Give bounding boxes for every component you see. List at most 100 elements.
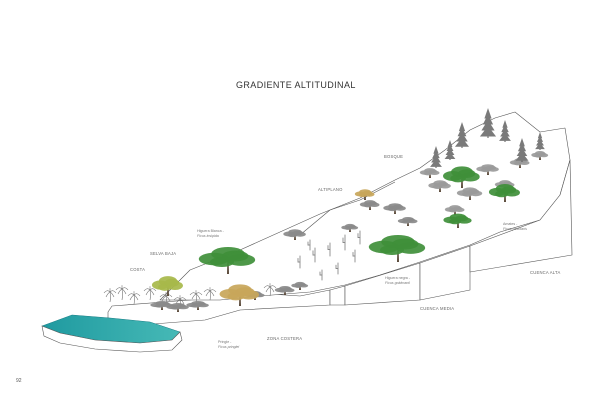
conifer-tier xyxy=(458,122,466,132)
conifer-tier xyxy=(433,146,439,154)
forest-tree xyxy=(531,150,549,160)
conifer-tier xyxy=(446,144,454,151)
palm-frond xyxy=(115,287,123,291)
conifer-tier xyxy=(517,142,527,152)
species-label-amate: Amates - Ficus petiolaris xyxy=(503,222,527,232)
palm-frond xyxy=(109,291,115,298)
tree-canopy xyxy=(292,230,304,235)
palm-frond xyxy=(265,286,271,293)
grey-tree xyxy=(341,223,359,232)
palm-frond xyxy=(179,298,185,305)
tree-canopy xyxy=(501,186,517,194)
species-latin: Ficus insipida xyxy=(197,234,219,238)
tree-canopy xyxy=(437,181,449,187)
palm-frond xyxy=(173,297,181,301)
palm-tree xyxy=(143,286,157,301)
palm-frond xyxy=(109,290,117,294)
palm-tree xyxy=(263,283,277,297)
tree-canopy xyxy=(235,287,255,296)
tree-canopy xyxy=(538,152,547,156)
grey-tree xyxy=(359,200,380,210)
cactus-arm xyxy=(307,241,311,246)
conifer-tier xyxy=(454,137,470,147)
palm-frond xyxy=(103,290,111,294)
forest-tree xyxy=(456,187,483,200)
pringle-tree xyxy=(219,284,260,306)
palm-frond xyxy=(133,293,141,297)
cactus xyxy=(312,247,316,263)
zone-label-cuenca-media: CUENCA MEDIA xyxy=(420,306,455,311)
grey-tree xyxy=(383,203,406,214)
water-side xyxy=(41,325,183,353)
conifer-tier xyxy=(501,124,509,133)
palm-frond xyxy=(165,294,173,298)
conifer-tier xyxy=(447,140,453,147)
palm-frond xyxy=(121,288,127,295)
species-name: Higuera negra - xyxy=(385,276,410,280)
conifer-tier xyxy=(516,147,528,156)
palm-frond xyxy=(205,290,211,297)
page-number: 92 xyxy=(16,378,22,384)
tree-canopy xyxy=(455,215,469,222)
cactus-arm xyxy=(312,250,316,256)
tree-canopy xyxy=(348,224,357,229)
cactus xyxy=(335,262,339,275)
cactus-arm xyxy=(319,271,323,276)
cactus-arm xyxy=(352,251,356,257)
conifer-tier xyxy=(502,120,508,128)
diagram-title: GRADIENTE ALTITUDINAL xyxy=(236,80,356,90)
species-latin: Ficus pringlei xyxy=(218,345,240,349)
tree-canopy xyxy=(175,304,187,308)
palm-frond xyxy=(127,293,135,297)
palm-tree xyxy=(189,290,203,305)
water-body xyxy=(41,314,183,353)
cactus-arm xyxy=(335,264,339,269)
cactus-arm xyxy=(327,245,331,250)
ridge-line xyxy=(299,181,396,236)
conifer-tier xyxy=(484,108,492,119)
higuera-negra-tree xyxy=(368,234,426,262)
palm-frond xyxy=(117,288,123,295)
palm-frond xyxy=(133,294,139,301)
grey-tree xyxy=(186,300,209,310)
palm-frond xyxy=(269,286,275,293)
conifer-tier xyxy=(432,150,440,159)
species-latin: Ficus petiolaris xyxy=(503,227,527,231)
grey-tree xyxy=(397,216,418,226)
zone-label-selva-baja: SELVA BAJA xyxy=(150,251,177,256)
conifer-tier xyxy=(536,135,544,142)
species-name: Pringle - xyxy=(218,340,232,344)
palm-frond xyxy=(269,285,277,289)
grey-tree xyxy=(283,229,306,240)
palm-frond xyxy=(165,295,171,302)
palm-frond xyxy=(179,297,187,301)
tree-canopy xyxy=(392,238,419,250)
palm-trunk xyxy=(209,290,211,301)
forest-canopy-tree xyxy=(443,166,480,188)
higuera-blanca-tree xyxy=(198,246,256,274)
species-latin: Ficus goldmanii xyxy=(385,281,410,285)
conifer-tier xyxy=(481,120,495,131)
palm-frond xyxy=(209,289,217,293)
conifer-tier xyxy=(444,152,456,159)
conifer-tier xyxy=(537,132,543,139)
forest-tree xyxy=(476,164,499,175)
palm-frond xyxy=(189,292,197,296)
conifer-tree xyxy=(454,122,470,148)
palm-tree xyxy=(103,288,117,303)
conifer-tree xyxy=(535,132,545,150)
tree-canopy xyxy=(298,282,307,287)
palm-frond xyxy=(159,294,167,298)
palm-tree xyxy=(127,291,141,305)
grey-tree xyxy=(150,300,173,310)
cactus xyxy=(307,239,311,251)
zone-label-zona-costera: ZONA COSTERA xyxy=(267,336,303,341)
tree-canopy xyxy=(467,189,480,195)
conifer-tier xyxy=(482,114,494,125)
tree-canopy xyxy=(367,201,378,206)
grey-tree xyxy=(291,281,309,290)
forest-tree xyxy=(428,180,451,192)
palm-frond xyxy=(195,293,201,300)
pringle-tree xyxy=(151,276,183,296)
conifer-tier xyxy=(499,133,511,141)
